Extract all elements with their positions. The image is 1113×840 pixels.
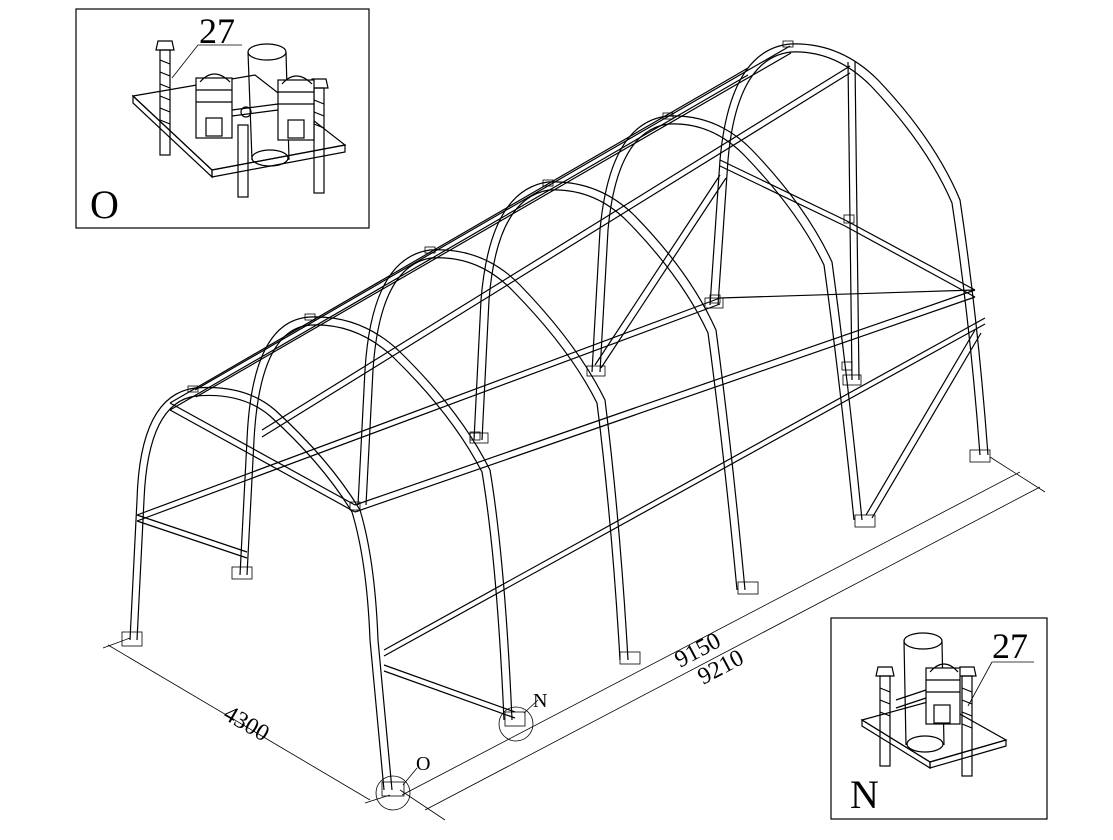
- width-dimension-label: 4300: [219, 701, 274, 748]
- gable-cross-bars: [136, 159, 976, 559]
- greenhouse-frame: O N: [121, 40, 991, 811]
- detail-o-callout-circle: [375, 775, 411, 811]
- detail-o-title: O: [90, 182, 119, 227]
- detail-o-clamp-brackets: [195, 73, 315, 141]
- detail-n-marker: N: [533, 690, 547, 712]
- detail-o-part-number: 27: [199, 11, 235, 51]
- longitudinal-purlins: [136, 45, 986, 657]
- gable-posts: [847, 61, 860, 381]
- detail-n-callout-circle: [498, 706, 534, 742]
- detail-o-marker: O: [416, 753, 430, 775]
- detail-n-clamp-bracket: [895, 663, 961, 725]
- detail-n-title: N: [850, 772, 879, 817]
- joint-marks: [187, 40, 855, 511]
- detail-o-panel: 27 O: [75, 8, 370, 229]
- detail-n-part-number: 27: [992, 626, 1028, 666]
- base-plates: [121, 297, 991, 797]
- detail-n-panel: 27 N: [830, 617, 1048, 820]
- diagonal-braces: [383, 174, 982, 719]
- detail-n-anchor-bolts: [875, 666, 977, 777]
- detail-n-post-cylinder: [903, 632, 945, 753]
